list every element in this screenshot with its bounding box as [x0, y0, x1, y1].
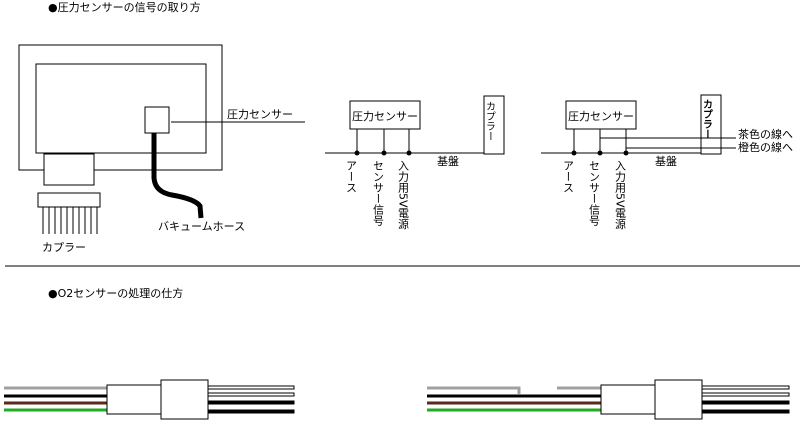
coupler-box-a — [483, 95, 505, 155]
o2-connector-left — [4, 379, 295, 420]
pin-dot-5v-a — [406, 150, 412, 156]
vacuum-hose-label: バキュームホース — [158, 220, 245, 233]
connector-male-right — [600, 384, 657, 415]
pin-label-signal-a: センサー信号 — [372, 160, 385, 227]
pin-dot-ground-a — [354, 150, 360, 156]
coupler-box-b-label: カプラー — [701, 99, 713, 139]
pressure-sensor-label: 圧力センサー — [227, 108, 293, 121]
pin-label-ground-a: アース — [345, 160, 358, 193]
pin-label-5v-a: 入力用5V電源 — [397, 160, 410, 230]
wire-gray-right-a — [427, 386, 521, 394]
coupler-label: カプラー — [42, 241, 86, 254]
device-pressure-sensor — [144, 106, 170, 134]
orange-wire-label: 橙色の線へ — [738, 140, 793, 154]
wiring-diagram-a: 圧力センサー カプラー 基盤 アース センサー信号 入力用5V電源 — [325, 95, 505, 230]
pin-dot-ground-b — [571, 150, 577, 156]
sensor-box-a — [349, 100, 421, 130]
board-label-b: 基盤 — [655, 155, 677, 168]
pin-label-signal-b: センサー信号 — [588, 160, 601, 227]
vacuum-hose — [151, 133, 204, 219]
connector-female-left — [160, 379, 209, 420]
pin-label-ground-b: アース — [562, 160, 575, 193]
coupler-box-a-label: カプラー — [484, 101, 495, 141]
pin-dot-5v-b — [623, 150, 629, 156]
pin-label-5v-b: 入力用5V電源 — [614, 160, 627, 230]
connector-outgoing-wires-right — [701, 385, 790, 414]
coupler-box-b — [700, 94, 722, 155]
connector-outgoing-wires-left — [207, 385, 295, 414]
o2-connector-right — [427, 379, 790, 420]
wiring-diagram-b: 圧力センサー カプラー 茶色の線へ 橙色の線へ 基盤 アース センサー信号 入力… — [541, 94, 793, 230]
pin-dot-signal-b — [597, 150, 603, 156]
pin-dot-signal-a — [381, 150, 387, 156]
ecu-device: カプラー 圧力センサー バキュームホース — [18, 44, 305, 254]
device-inner-panel — [35, 63, 207, 154]
connector-female-right — [654, 379, 703, 420]
brown-wire-label: 茶色の線へ — [738, 127, 793, 141]
section1-heading: ●圧力センサーの信号の取り方 — [48, 0, 201, 14]
sensor-box-a-label: 圧力センサー — [352, 110, 418, 123]
coupler-pins — [42, 207, 98, 234]
coupler-body — [37, 192, 101, 208]
section2-heading: ●O2センサーの処理の仕方 — [48, 286, 183, 300]
sensor-box-b — [565, 100, 637, 130]
sensor-box-b-label: 圧力センサー — [568, 110, 634, 123]
board-label-a: 基盤 — [437, 155, 459, 168]
device-connector-block — [43, 153, 95, 186]
connector-male-left — [106, 384, 163, 415]
